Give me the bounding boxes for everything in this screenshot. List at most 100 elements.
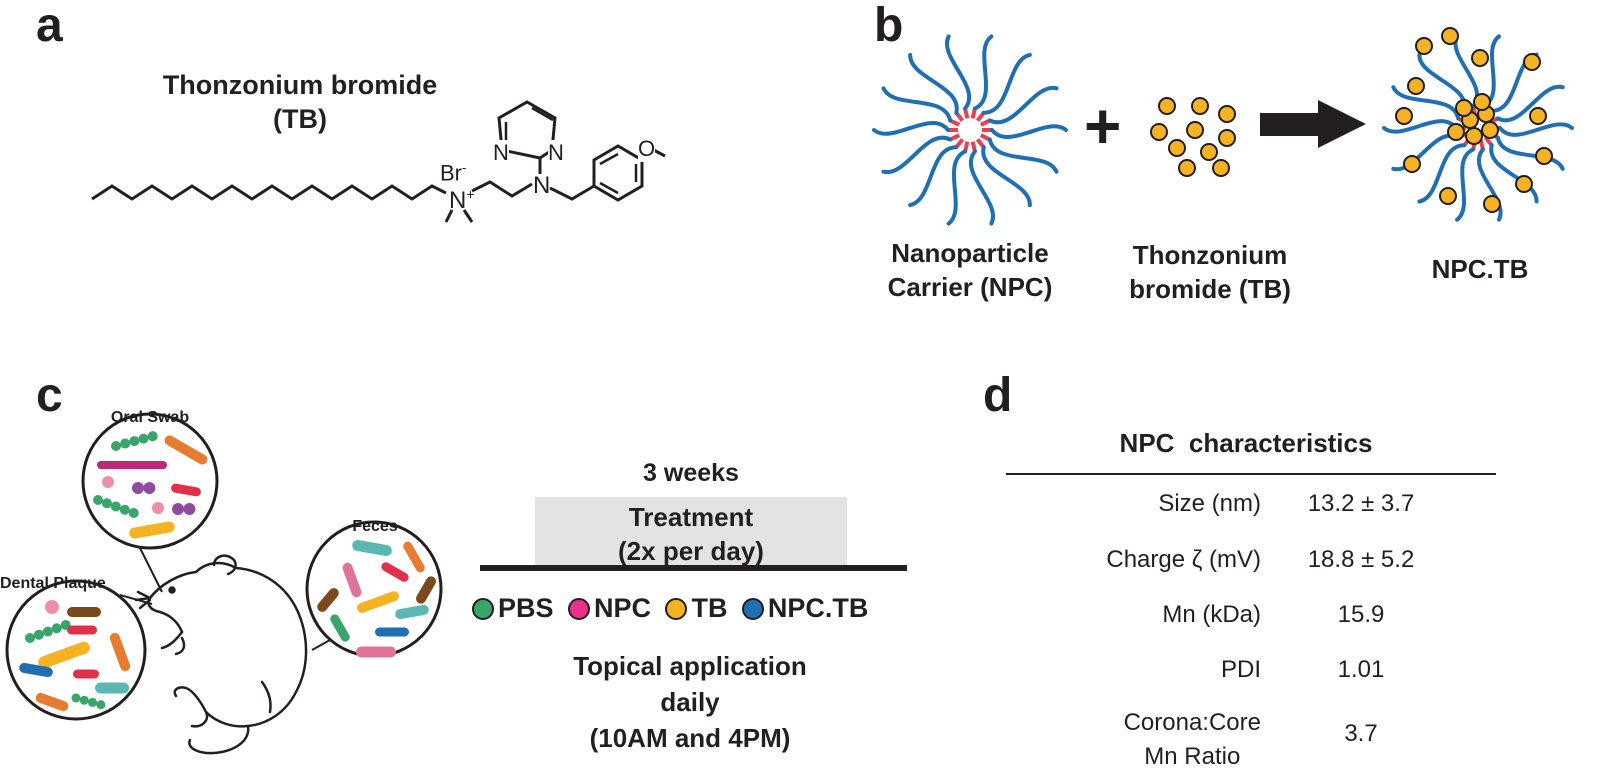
bacterium xyxy=(73,669,99,679)
coccus xyxy=(71,693,81,703)
corona-arm xyxy=(946,149,968,226)
coccus xyxy=(102,476,114,488)
corona-arm xyxy=(1453,34,1480,109)
core-segment xyxy=(1457,131,1469,140)
oral-swab-bacteria xyxy=(93,431,208,539)
corona-arm xyxy=(968,149,995,226)
tb-title: Thonzonium bromide (TB) xyxy=(140,68,460,136)
row-value: 3.7 xyxy=(1344,720,1378,747)
core-segment xyxy=(1471,139,1478,150)
npc-tb-dot xyxy=(741,598,764,620)
tb-dot xyxy=(665,598,688,620)
tb-molecule xyxy=(1218,105,1236,123)
bacterium xyxy=(171,483,201,497)
dental-plaque-bacteria xyxy=(19,600,131,712)
tb-label-line2: bromide (TB) xyxy=(1129,274,1291,304)
free-drug xyxy=(1529,107,1547,125)
corona-arm xyxy=(1480,34,1501,109)
free-drug xyxy=(1395,107,1413,125)
core-segment xyxy=(963,141,970,152)
legend-item-tb: TB xyxy=(665,593,727,624)
tb-title-line2: (TB) xyxy=(273,104,327,134)
core-segment xyxy=(1462,136,1473,147)
coccus xyxy=(33,629,44,640)
core-segment xyxy=(1462,109,1473,120)
coccus xyxy=(45,600,59,614)
plus-sign: + xyxy=(1084,90,1122,162)
core-segment xyxy=(1483,136,1494,147)
corona-arm xyxy=(1417,52,1467,113)
row-label-line2: Mn Ratio xyxy=(1144,743,1241,770)
npc-label-line1: Nanoparticle xyxy=(891,238,1049,268)
free-drug xyxy=(1415,37,1433,55)
core-drug xyxy=(1477,105,1495,123)
core-segment xyxy=(949,118,961,127)
treatment-line1: Treatment xyxy=(628,502,754,532)
application-line1: Topical application xyxy=(573,651,807,681)
bacterium xyxy=(109,632,131,672)
bacterium xyxy=(35,692,69,712)
coccus xyxy=(88,697,98,707)
row-value: 18.8 ± 5.2 xyxy=(1307,546,1415,573)
oral-swab-label: Oral Swab xyxy=(110,409,190,426)
tb-molecule xyxy=(1158,97,1176,115)
row-value: 13.2 ± 3.7 xyxy=(1307,490,1415,517)
core-segment xyxy=(954,138,965,149)
npc-label-line2: Carrier (NPC) xyxy=(887,272,1053,302)
tb-cluster xyxy=(1150,97,1236,177)
free-drug xyxy=(1407,77,1425,95)
corona-arm xyxy=(1417,143,1467,204)
corona-arm xyxy=(981,145,1032,208)
core-segment xyxy=(1483,109,1494,120)
coccus xyxy=(129,436,140,447)
legend-item-npc-tb: NPC.TB xyxy=(741,593,868,624)
row-value: 15.9 xyxy=(1337,601,1385,628)
bacterium xyxy=(67,607,101,617)
coccus xyxy=(152,502,164,514)
application-line3: (10AM and 4PM) xyxy=(589,723,791,753)
tb-molecule xyxy=(1218,129,1236,147)
bacterium xyxy=(357,591,399,613)
dental-plaque-circle xyxy=(5,579,147,721)
core-segment xyxy=(1478,139,1485,150)
coccus xyxy=(101,498,112,509)
coccus xyxy=(138,433,149,444)
row-label: Charge ζ (mV) xyxy=(1106,546,1261,573)
atom-n-amine: N xyxy=(533,172,551,199)
pbs-dot xyxy=(472,598,494,620)
core-segment xyxy=(1471,106,1478,117)
coccus xyxy=(110,501,121,512)
legend-item-pbs: PBS xyxy=(472,593,554,624)
corona-arm xyxy=(981,52,1032,115)
corona-arm xyxy=(1476,147,1503,222)
corona-arm xyxy=(1495,84,1565,123)
tb-title-line1: Thonzonium bromide xyxy=(162,70,438,100)
npc-dot xyxy=(567,598,590,620)
row-label: PDI xyxy=(1220,656,1261,683)
panel-label-b: b xyxy=(874,0,904,52)
feces-label: Feces xyxy=(352,518,398,535)
tb-molecule xyxy=(1178,159,1196,177)
corona-arm xyxy=(945,34,972,111)
tb-label-line1: Thonzonium xyxy=(1132,240,1288,270)
panel-label-c: c xyxy=(36,369,63,422)
core-drug xyxy=(1473,93,1491,111)
bacterium xyxy=(330,614,350,642)
corona-arm xyxy=(1495,135,1565,171)
coccus xyxy=(183,503,196,515)
core-segment xyxy=(970,108,977,119)
bacterium xyxy=(19,662,53,678)
core-segment xyxy=(979,133,991,142)
corona-arm xyxy=(908,52,959,115)
coccus xyxy=(128,507,139,518)
bacterium xyxy=(129,521,175,539)
free-drug xyxy=(1523,53,1541,71)
npc-table-title: NPC characteristics xyxy=(1119,428,1373,458)
npc-tb-micelle xyxy=(1382,27,1574,222)
bacterium xyxy=(67,625,97,635)
free-drug xyxy=(1471,49,1489,67)
corona-arm xyxy=(872,121,950,136)
tb-molecule xyxy=(1200,143,1218,161)
tb-molecule xyxy=(1186,121,1204,139)
coccus xyxy=(120,438,131,449)
